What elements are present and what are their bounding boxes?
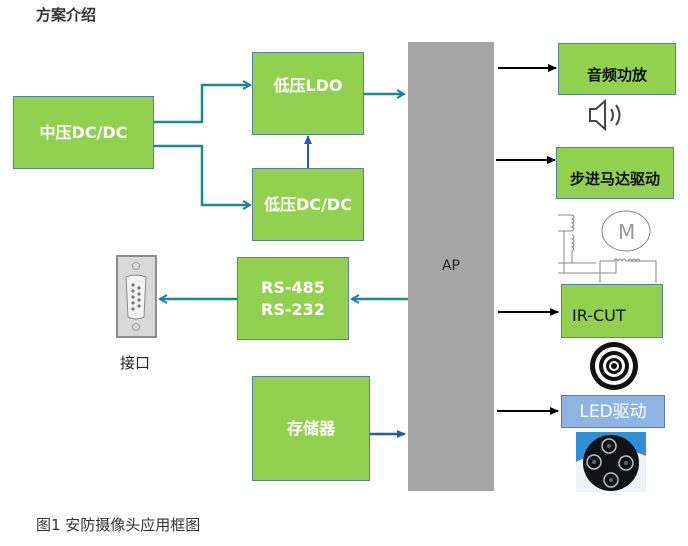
ircut-label: IR-CUT	[572, 306, 626, 325]
stepper-motor-driver-block: 步进马达驱动	[556, 147, 674, 199]
stepper-motor-icon: M	[556, 203, 660, 283]
db9-connector-icon	[116, 255, 157, 338]
svg-text:M: M	[618, 220, 635, 244]
rs232-label: RS-232	[261, 299, 325, 319]
storage-block: 存储器	[252, 376, 370, 481]
rs485-rs232-block: RS-485 RS-232	[237, 257, 349, 340]
wire-mid-to-ldo	[153, 85, 250, 124]
ircut-block: IR-CUT	[561, 284, 663, 338]
interface-label: 接口	[120, 354, 151, 372]
low-voltage-dcdc-block: 低压DC/DC	[252, 168, 364, 241]
speaker-icon	[586, 97, 626, 133]
ap-processor-block: AP	[408, 42, 494, 491]
led-driver-block: LED驱动	[561, 395, 665, 428]
mid-voltage-dcdc-block: 中压DC/DC	[13, 96, 154, 169]
ap-label: AP	[441, 258, 461, 274]
mid-voltage-dcdc-label: 中压DC/DC	[39, 122, 128, 142]
low-voltage-ldo-label: 低压LDO	[273, 75, 343, 95]
rs485-label: RS-485	[261, 277, 325, 297]
section-title: 方案介绍	[36, 6, 97, 24]
led-driver-label: LED驱动	[579, 401, 647, 422]
ir-led-array-icon	[576, 432, 646, 492]
figure-caption: 图1 安防摄像头应用框图	[36, 516, 201, 534]
audio-amplifier-label: 音频功放	[586, 66, 647, 84]
low-voltage-dcdc-label: 低压DC/DC	[264, 194, 352, 214]
stepper-motor-driver-label: 步进马达驱动	[569, 170, 660, 188]
wire-mid-to-lowdcdc	[153, 144, 250, 205]
ircut-coil-icon	[588, 340, 640, 392]
storage-label: 存储器	[286, 418, 335, 438]
low-voltage-ldo-block: 低压LDO	[252, 52, 364, 135]
audio-amplifier-block: 音频功放	[558, 43, 676, 95]
